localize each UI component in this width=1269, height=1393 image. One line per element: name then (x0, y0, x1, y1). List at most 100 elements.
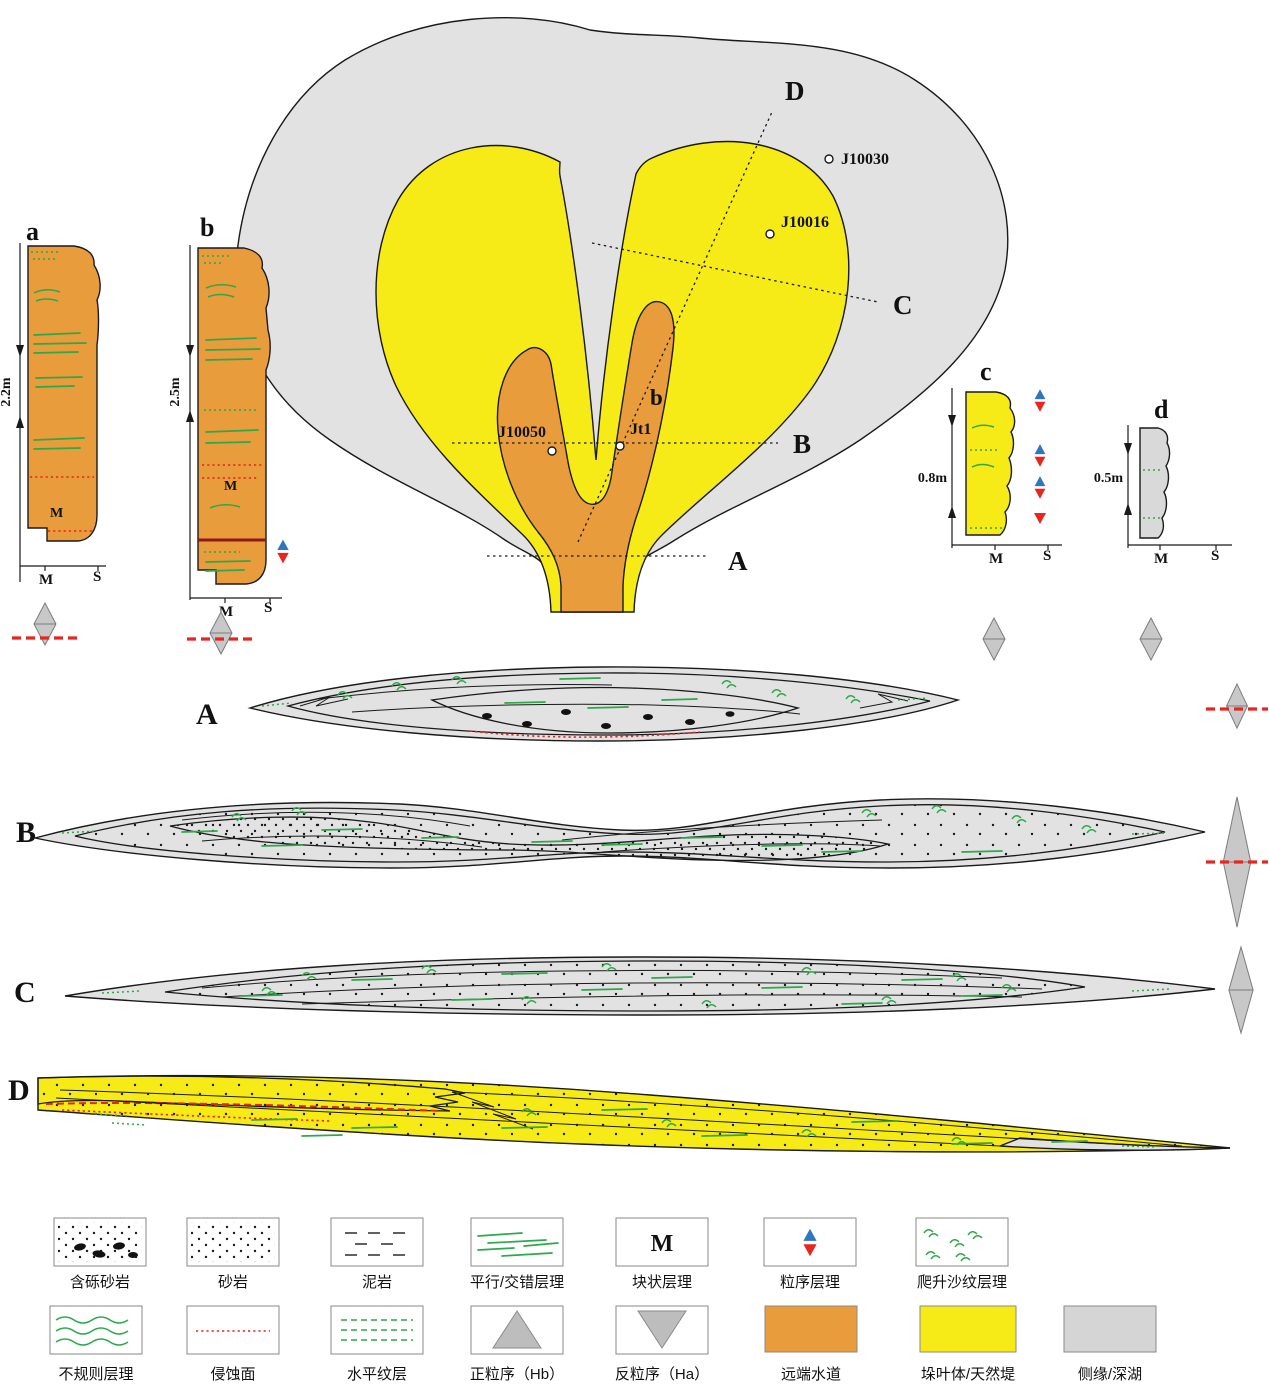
horizontal-lamination-lines (341, 1319, 413, 1341)
well-markers: J10030 J10016 J10050 Jt1 (498, 151, 889, 456)
legend-label: 不规则层理 (58, 1366, 133, 1383)
column-c-scale: 0.8m (918, 471, 948, 486)
arrow-up-icon (1124, 503, 1132, 515)
column-d-scale: 0.5m (1094, 471, 1124, 486)
column-b-bedding-marks (198, 255, 266, 572)
section-A-internal-surfaces (299, 684, 909, 715)
cross-section-A: A (196, 666, 1268, 742)
parallel-bedding-lines (477, 1232, 559, 1257)
column-c-axis-s: S (1043, 548, 1051, 564)
strat-column-a: a 2.2m M M S (0, 217, 106, 646)
section-trace-lines (452, 111, 879, 557)
legend-item-mudstone: 泥岩 (330, 1217, 424, 1291)
section-D-bedding-marks (94, 1107, 1158, 1148)
column-c-axis-m: M (989, 551, 1003, 567)
legend-label: 块状层理 (632, 1274, 692, 1291)
column-d-bedding-marks (1143, 469, 1163, 519)
legend-label: 爬升沙纹层理 (917, 1274, 1007, 1291)
lobe-levee-swatch (919, 1305, 1017, 1353)
legend-item-parallel-cross-bedding: 平行/交错层理 (470, 1217, 564, 1291)
section-A-bedding-marks (261, 675, 929, 709)
cross-section-B: B (16, 795, 1268, 929)
trace-D (577, 111, 773, 543)
margin-deep-lake-swatch (1063, 1305, 1157, 1353)
legend-label: 粒序层理 (780, 1274, 840, 1291)
section-C-bedding-marks (101, 962, 1171, 1009)
grading-kite-icon (982, 617, 1006, 661)
reverse-grading-triangle-icon (637, 1310, 687, 1349)
legend-label: 泥岩 (362, 1274, 392, 1291)
column-b-body (197, 247, 271, 585)
legend-item-sandstone: 砂岩 (186, 1217, 280, 1291)
column-a-bedding-marks (30, 251, 94, 532)
legend-label: 侵蚀面 (210, 1366, 255, 1383)
legend-item-irregular-bedding: 不规则层理 (49, 1305, 143, 1383)
well-label-J10030: J10030 (841, 151, 889, 168)
column-c-body (965, 391, 1016, 536)
legend-item-horizontal-lamination: 水平纹层 (330, 1305, 424, 1383)
column-d-label: d (1154, 395, 1169, 424)
arrow-down-icon (186, 345, 194, 357)
column-b-label: b (200, 213, 214, 242)
column-a-axis-m: M (39, 572, 53, 588)
section-C-lobe-dots (165, 961, 1085, 1011)
massive-bedding-M-icon: M (651, 1231, 674, 1257)
section-A-lobe (285, 672, 931, 736)
cross-section-D: D (8, 1074, 1231, 1153)
legend-item-margin-deep-lake: 侧缘/深湖 (1063, 1305, 1157, 1383)
normal-grading-triangle-icon (492, 1310, 542, 1349)
legend-label: 平行/交错层理 (470, 1273, 564, 1291)
well-dot-J10016 (765, 229, 775, 239)
map-channel-label-b: b (650, 385, 663, 410)
section-C-internal-surfaces (201, 969, 1043, 1005)
column-c-grading-symbols (1034, 389, 1046, 524)
legend-item-reverse-grading: 反粒序（Ha） (615, 1305, 709, 1383)
legend-item-normal-grading: 正粒序（Hb） (470, 1305, 564, 1383)
section-D-label: D (8, 1074, 30, 1107)
legend-label: 远端水道 (781, 1366, 841, 1383)
well-label-J10050: J10050 (498, 424, 546, 441)
well-dot-J10030 (824, 154, 834, 164)
well-dot-J10050 (547, 446, 557, 456)
map-label-B: B (793, 429, 811, 459)
legend-label: 垛叶体/天然堤 (921, 1366, 1015, 1383)
legend-item-distal-channel: 远端水道 (764, 1305, 858, 1383)
section-D-lobe-dots (38, 1075, 1230, 1152)
column-b-axis-s: S (264, 600, 272, 616)
legend-item-erosion-surface: 侵蚀面 (186, 1305, 280, 1383)
arrow-up-icon (186, 410, 194, 422)
section-B-channel-dots (170, 817, 888, 861)
column-b-facies-M: M (224, 479, 237, 494)
map-label-D: D (785, 76, 805, 106)
section-B-internal-surfaces (181, 811, 883, 853)
plan-view-map: D C B A b J10030 J10016 J10050 Jt1 (235, 16, 1009, 613)
section-A-erosion (469, 730, 701, 738)
column-a-scale: 2.2m (0, 377, 14, 407)
pebble-blobs (74, 1242, 138, 1258)
section-A-channel (429, 686, 801, 734)
legend-item-graded-bedding: 粒序层理 (763, 1217, 857, 1291)
column-c-bedding-marks (970, 424, 1002, 529)
column-c-label: c (980, 357, 992, 386)
legend-item-massive-bedding: M 块状层理 (615, 1217, 709, 1291)
section-D-erosion-dashed (45, 1101, 443, 1112)
map-label-A: A (728, 546, 748, 576)
legend-label: 砂岩 (218, 1274, 248, 1291)
column-a-label: a (26, 217, 39, 246)
legend-item-climbing-ripple: 爬升沙纹层理 (915, 1217, 1009, 1291)
section-A-label: A (196, 698, 218, 731)
grading-kite-icon (1139, 617, 1163, 661)
grading-kite-icon (1227, 945, 1255, 1035)
arrow-up-icon (16, 416, 24, 428)
sandstone-dots-swatch (191, 1222, 275, 1262)
column-b-scale: 2.5m (168, 377, 183, 407)
arrow-down-icon (16, 345, 24, 357)
section-B-label: B (16, 816, 36, 849)
well-dot-Jt1 (615, 441, 625, 451)
strat-column-d: d 0.5m M S (1094, 395, 1232, 661)
arrow-up-icon (948, 506, 956, 518)
section-B-bedding-marks (61, 804, 1168, 853)
column-a-facies-M: M (50, 506, 63, 521)
